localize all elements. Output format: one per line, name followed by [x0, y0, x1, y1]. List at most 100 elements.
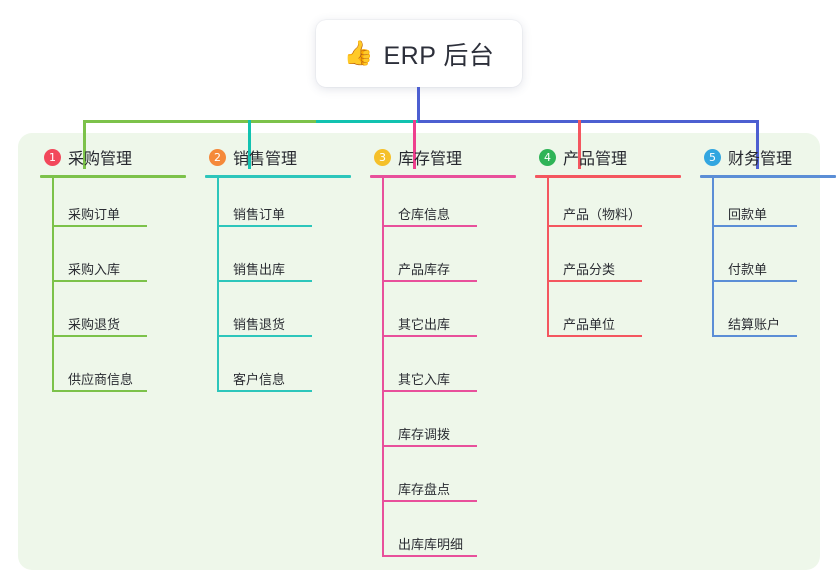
- branch-title-5: 财务管理: [728, 151, 793, 168]
- bus-left-green: [83, 120, 318, 123]
- leaf-label: 其它入库: [398, 372, 451, 387]
- leaf-label: 销售退货: [233, 317, 286, 332]
- branch-column-3: 3 库存管理仓库信息产品库存其它出库其它入库库存调拨库存盘点出库库明细: [370, 145, 520, 563]
- leaf-node[interactable]: 产品（物料）: [535, 178, 685, 233]
- leaf-node[interactable]: 产品单位: [535, 288, 685, 343]
- leaf-label: 库存盘点: [398, 482, 451, 497]
- branch-items-2: 销售订单销售出库销售退货客户信息: [205, 178, 355, 398]
- branch-title-3: 库存管理: [398, 151, 463, 168]
- branch-header-1[interactable]: 1 采购管理: [40, 145, 190, 169]
- leaf-label: 产品单位: [563, 317, 616, 332]
- leaf-label: 供应商信息: [68, 372, 134, 387]
- bus-right-blue: [418, 120, 758, 123]
- leaf-node[interactable]: 其它出库: [370, 288, 520, 343]
- branch-rule-1: [40, 175, 186, 178]
- drop-product: [578, 120, 581, 169]
- leaf-rule: [712, 280, 797, 282]
- leaf-rule: [712, 335, 797, 337]
- branch-badge-5: 5: [704, 148, 721, 166]
- leaf-rule: [382, 335, 477, 337]
- root-node-erp-backend[interactable]: 👍 ERP 后台: [316, 20, 522, 87]
- branch-rule-3: [370, 175, 516, 178]
- branch-spine-2: [217, 178, 219, 392]
- branch-rule-4: [535, 175, 681, 178]
- branch-badge-3: 3: [374, 148, 391, 166]
- leaf-label: 其它出库: [398, 317, 451, 332]
- leaf-rule: [547, 280, 642, 282]
- leaf-rule: [382, 225, 477, 227]
- leaf-rule: [217, 335, 312, 337]
- leaf-rule: [382, 445, 477, 447]
- leaf-node[interactable]: 回款单: [700, 178, 839, 233]
- leaf-label: 产品（物料）: [563, 207, 642, 222]
- drop-stock: [413, 120, 416, 169]
- branch-items-5: 回款单付款单结算账户: [700, 178, 839, 343]
- branch-column-5: 5 财务管理回款单付款单结算账户: [700, 145, 839, 343]
- leaf-node[interactable]: 采购订单: [40, 178, 190, 233]
- branch-badge-2: 2: [209, 148, 226, 166]
- branch-title-2: 销售管理: [233, 151, 298, 168]
- branch-badge-1: 1: [44, 148, 61, 166]
- root-node-label: ERP 后台: [383, 41, 495, 70]
- drop-finance: [756, 120, 759, 169]
- leaf-rule: [217, 225, 312, 227]
- branch-items-1: 采购订单采购入库采购退货供应商信息: [40, 178, 190, 398]
- leaf-node[interactable]: 销售订单: [205, 178, 355, 233]
- leaf-label: 付款单: [728, 262, 768, 277]
- trunk-line: [417, 87, 420, 123]
- leaf-rule: [382, 390, 477, 392]
- branch-title-4: 产品管理: [563, 151, 628, 168]
- leaf-node[interactable]: 结算账户: [700, 288, 839, 343]
- branch-items-3: 仓库信息产品库存其它出库其它入库库存调拨库存盘点出库库明细: [370, 178, 520, 563]
- branch-header-4[interactable]: 4 产品管理: [535, 145, 685, 169]
- leaf-rule: [217, 280, 312, 282]
- leaf-rule: [52, 225, 147, 227]
- leaf-rule: [217, 390, 312, 392]
- leaf-rule: [547, 225, 642, 227]
- branch-spine-1: [52, 178, 54, 392]
- branch-column-4: 4 产品管理产品（物料） 产品分类产品单位: [535, 145, 685, 343]
- leaf-rule: [382, 280, 477, 282]
- leaf-node[interactable]: 库存调拨: [370, 398, 520, 453]
- leaf-rule: [52, 390, 147, 392]
- leaf-node[interactable]: 销售退货: [205, 288, 355, 343]
- drop-purchase: [83, 120, 86, 169]
- drop-sales: [248, 120, 251, 169]
- leaf-node[interactable]: 产品分类: [535, 233, 685, 288]
- branch-header-5[interactable]: 5 财务管理: [700, 145, 839, 169]
- leaf-rule: [382, 555, 477, 557]
- bus-mid-teal: [316, 120, 420, 123]
- leaf-label: 产品分类: [563, 262, 616, 277]
- leaf-node[interactable]: 库存盘点: [370, 453, 520, 508]
- branch-badge-4: 4: [539, 148, 556, 166]
- leaf-rule: [712, 225, 797, 227]
- leaf-node[interactable]: 采购入库: [40, 233, 190, 288]
- leaf-node[interactable]: 其它入库: [370, 343, 520, 398]
- branch-rule-2: [205, 175, 351, 178]
- branch-header-2[interactable]: 2 销售管理: [205, 145, 355, 169]
- leaf-label: 回款单: [728, 207, 768, 222]
- leaf-node[interactable]: 产品库存: [370, 233, 520, 288]
- branch-column-2: 2 销售管理销售订单销售出库销售退货客户信息: [205, 145, 355, 398]
- leaf-node[interactable]: 采购退货: [40, 288, 190, 343]
- leaf-rule: [52, 335, 147, 337]
- branch-column-1: 1 采购管理采购订单采购入库采购退货供应商信息: [40, 145, 190, 398]
- branch-header-3[interactable]: 3 库存管理: [370, 145, 520, 169]
- branch-rule-5: [700, 175, 836, 178]
- leaf-node[interactable]: 出库库明细: [370, 508, 520, 563]
- branch-spine-3: [382, 178, 384, 557]
- branch-items-4: 产品（物料） 产品分类产品单位: [535, 178, 685, 343]
- leaf-rule: [547, 335, 642, 337]
- branch-spine-5: [712, 178, 714, 337]
- branch-title-1: 采购管理: [68, 151, 133, 168]
- leaf-label: 客户信息: [233, 372, 286, 387]
- leaf-node[interactable]: 仓库信息: [370, 178, 520, 233]
- leaf-node[interactable]: 供应商信息: [40, 343, 190, 398]
- leaf-node[interactable]: 付款单: [700, 233, 839, 288]
- branch-spine-4: [547, 178, 549, 337]
- leaf-rule: [382, 500, 477, 502]
- leaf-node[interactable]: 销售出库: [205, 233, 355, 288]
- leaf-label: 销售出库: [233, 262, 286, 277]
- leaf-node[interactable]: 客户信息: [205, 343, 355, 398]
